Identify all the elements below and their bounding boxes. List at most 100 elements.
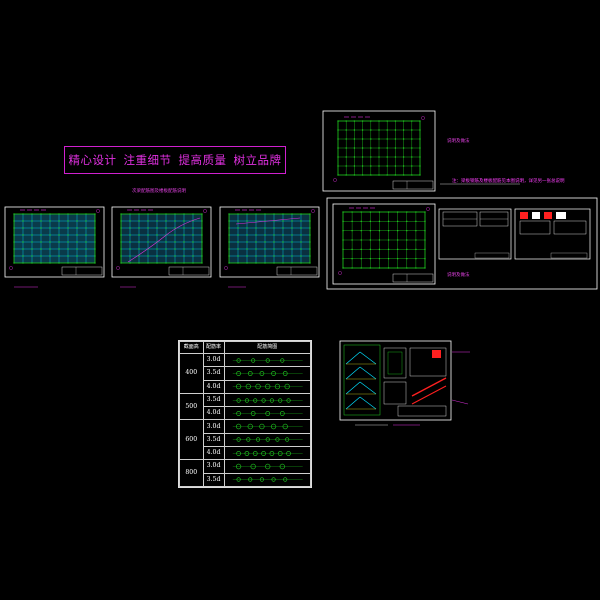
column-marker bbox=[411, 165, 413, 167]
rebar-sketch-svg bbox=[232, 423, 303, 430]
ratio-cell: 3.0d bbox=[202, 352, 225, 368]
column-marker bbox=[174, 234, 176, 236]
title-block bbox=[474, 252, 510, 259]
column-marker bbox=[273, 234, 275, 236]
rebar-sketch bbox=[223, 459, 312, 474]
column-marker bbox=[58, 248, 60, 250]
column-marker bbox=[351, 230, 353, 232]
column-marker bbox=[403, 165, 405, 167]
column-marker bbox=[237, 248, 239, 250]
section-cell: 400 bbox=[179, 353, 204, 394]
plan-fill bbox=[14, 214, 95, 263]
column-marker bbox=[309, 227, 311, 229]
table-header: 配筋率 bbox=[202, 341, 225, 354]
column-marker bbox=[49, 255, 51, 257]
slogan-banner: 精心设计 注重细节 提高质量 树立品牌 bbox=[64, 146, 286, 174]
column-marker bbox=[337, 174, 339, 176]
column-marker bbox=[94, 248, 96, 250]
column-marker bbox=[309, 220, 311, 222]
column-marker bbox=[419, 147, 421, 149]
column-marker bbox=[370, 147, 372, 149]
column-marker bbox=[370, 156, 372, 158]
plan-2-title: 次梁配筋图及楼板配筋说明 bbox=[132, 189, 186, 194]
column-marker bbox=[378, 230, 381, 232]
column-marker bbox=[342, 230, 344, 232]
column-marker bbox=[22, 227, 24, 229]
column-marker bbox=[67, 248, 69, 250]
column-marker bbox=[351, 248, 353, 250]
column-marker bbox=[147, 255, 149, 257]
column-marker bbox=[394, 147, 396, 149]
column-marker bbox=[369, 258, 371, 260]
stair-flight bbox=[345, 366, 361, 380]
column-marker bbox=[49, 227, 51, 229]
column-marker bbox=[353, 120, 355, 122]
column-marker bbox=[129, 248, 131, 250]
column-marker bbox=[58, 234, 60, 236]
column-marker bbox=[67, 227, 69, 229]
column-marker bbox=[300, 248, 302, 250]
column-marker bbox=[174, 220, 176, 222]
column-marker bbox=[415, 267, 417, 269]
column-marker bbox=[397, 258, 399, 260]
column-marker bbox=[415, 258, 417, 260]
column-marker bbox=[138, 227, 140, 229]
column-marker bbox=[129, 255, 131, 257]
column-marker bbox=[387, 211, 390, 213]
column-marker bbox=[76, 213, 78, 215]
ratio-cell: 3.5d bbox=[202, 432, 225, 448]
detail-plan bbox=[409, 347, 447, 377]
column-marker bbox=[31, 213, 33, 215]
column-marker bbox=[415, 230, 417, 232]
column-marker bbox=[264, 213, 266, 215]
sheet-frame bbox=[339, 340, 452, 421]
column-marker bbox=[40, 248, 42, 250]
column-marker bbox=[264, 227, 266, 229]
right-top-caption: 注：梁板钢筋及楼板配筋见本图说明，详见另一张总说明 bbox=[452, 179, 565, 184]
column-marker bbox=[192, 241, 194, 243]
column-marker bbox=[22, 248, 24, 250]
column-marker bbox=[378, 267, 381, 269]
column-marker bbox=[94, 227, 96, 229]
table-row: 400 3.0d bbox=[179, 352, 312, 394]
column-marker bbox=[255, 234, 257, 236]
column-marker bbox=[165, 227, 167, 229]
column-marker bbox=[369, 230, 371, 232]
floor-plan-top-right bbox=[322, 110, 436, 192]
column-marker bbox=[353, 138, 355, 140]
column-marker bbox=[397, 239, 399, 241]
axis-bubble bbox=[96, 209, 100, 213]
column-marker bbox=[424, 220, 426, 222]
column-marker bbox=[378, 174, 380, 176]
column-marker bbox=[201, 262, 203, 264]
column-marker bbox=[342, 248, 344, 250]
column-marker bbox=[394, 138, 396, 140]
column-marker bbox=[342, 267, 344, 269]
column-marker bbox=[282, 241, 284, 243]
column-marker bbox=[183, 227, 185, 229]
column-marker bbox=[415, 211, 417, 213]
column-marker bbox=[246, 227, 248, 229]
column-marker bbox=[424, 230, 426, 232]
column-marker bbox=[378, 147, 380, 149]
column-marker bbox=[397, 220, 399, 222]
column-marker bbox=[411, 156, 413, 158]
column-marker bbox=[362, 129, 364, 131]
column-marker bbox=[13, 248, 15, 250]
column-marker bbox=[264, 241, 266, 243]
leader-line bbox=[451, 399, 469, 405]
column-marker bbox=[237, 255, 239, 257]
column-marker bbox=[156, 213, 158, 215]
column-marker bbox=[342, 220, 344, 222]
column-marker bbox=[246, 248, 248, 250]
column-marker bbox=[345, 165, 347, 167]
column-marker bbox=[255, 262, 257, 264]
column-marker bbox=[165, 248, 167, 250]
column-marker bbox=[386, 138, 388, 140]
column-marker bbox=[147, 220, 149, 222]
column-marker bbox=[406, 230, 408, 232]
column-marker bbox=[183, 248, 185, 250]
column-marker bbox=[174, 241, 176, 243]
column-marker bbox=[58, 262, 60, 264]
column-marker bbox=[345, 120, 347, 122]
